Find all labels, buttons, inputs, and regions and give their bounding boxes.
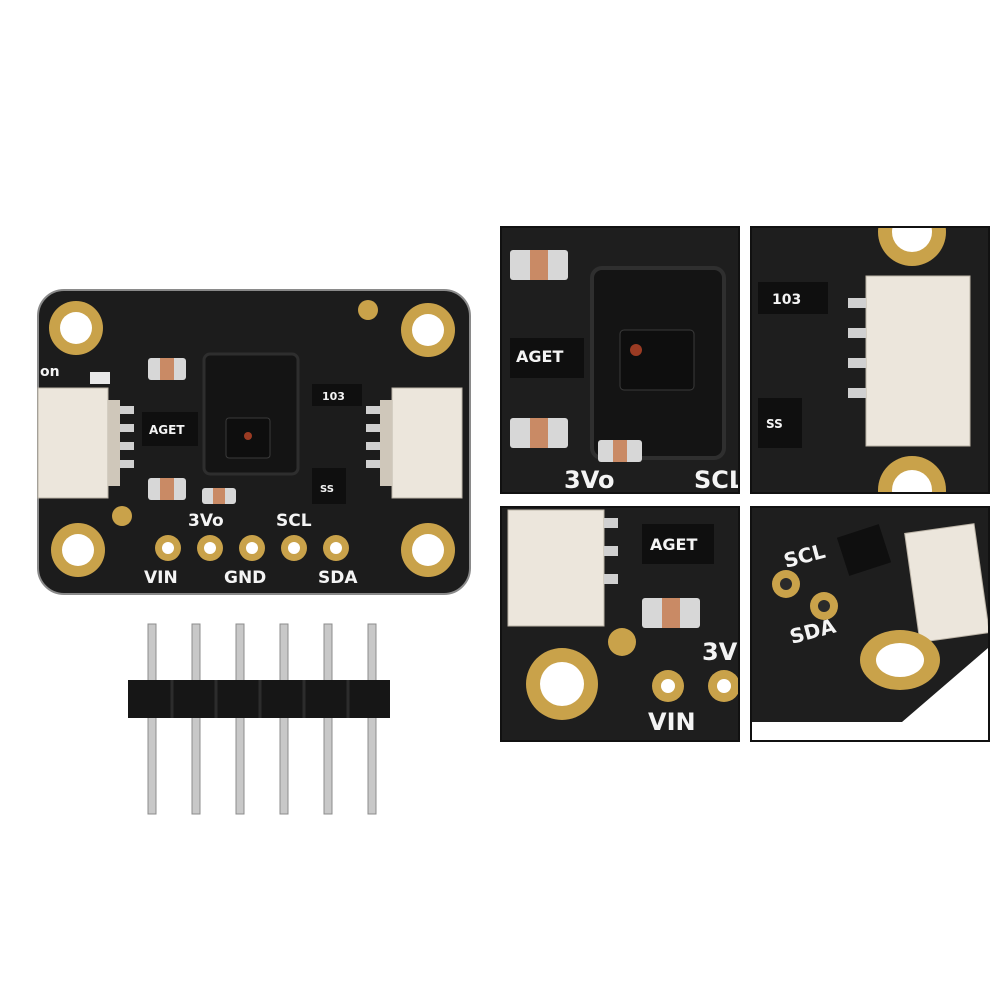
pin-label-sda: SDA bbox=[318, 568, 358, 588]
power-label: on bbox=[40, 364, 60, 380]
inset-label: 3Vo bbox=[564, 466, 614, 492]
pin-label-3vo: 3Vo bbox=[188, 511, 224, 531]
pin-label-vin: VIN bbox=[144, 568, 178, 588]
header-pads bbox=[155, 535, 349, 561]
inset-label: AGET bbox=[516, 347, 563, 366]
left-stemma-connector bbox=[37, 387, 134, 499]
resistor-marking: 103 bbox=[322, 390, 345, 403]
resistor-network bbox=[312, 384, 362, 406]
detail-inset-top-right: 103 SS bbox=[750, 226, 990, 494]
chip-marking: SS bbox=[320, 484, 334, 495]
inset-label: 3V bbox=[702, 638, 738, 666]
inset-label: SCL bbox=[694, 466, 738, 492]
breakout-board: AGET 103 SS on 3Vo SCL VIN GND SDA bbox=[37, 289, 471, 595]
inset-label: VIN bbox=[648, 708, 696, 736]
regulator-marking: AGET bbox=[149, 423, 185, 437]
inset-label: 103 bbox=[772, 292, 801, 308]
pin-label-scl: SCL bbox=[276, 511, 312, 531]
inset-label: SS bbox=[766, 417, 783, 431]
power-led bbox=[90, 372, 110, 384]
pin-header-strip bbox=[128, 623, 390, 815]
level-shifter-chip bbox=[312, 468, 346, 504]
pin-label-gnd: GND bbox=[224, 568, 266, 588]
detail-inset-top-left: AGET 3Vo SCL bbox=[500, 226, 740, 494]
inset-label: AGET bbox=[650, 535, 697, 554]
voltage-regulator bbox=[142, 412, 198, 446]
detail-inset-bottom-right: SCL SDA bbox=[750, 506, 990, 742]
detail-inset-bottom-left: AGET 3V VIN bbox=[500, 506, 740, 742]
right-stemma-connector bbox=[366, 387, 463, 499]
mounting-holes bbox=[49, 300, 455, 577]
